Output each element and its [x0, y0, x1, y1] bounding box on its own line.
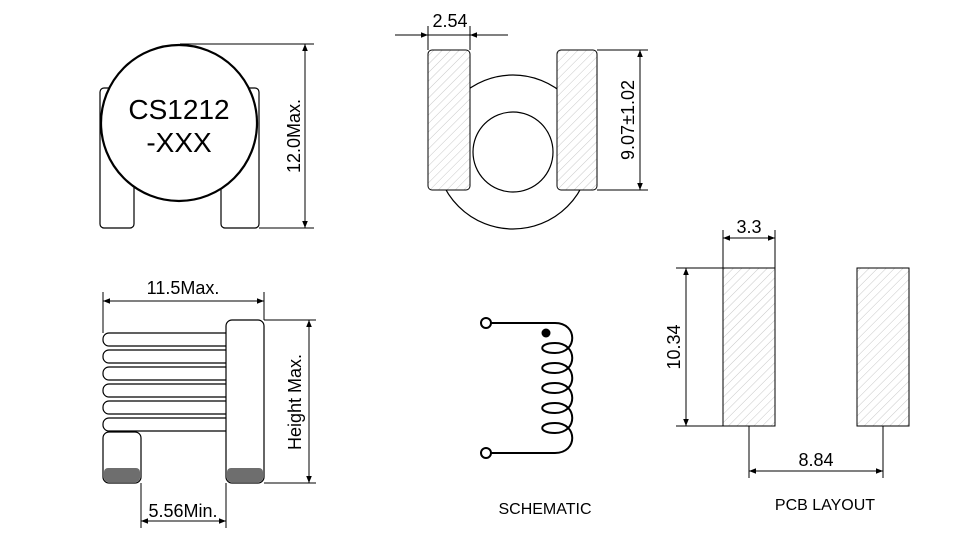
lead-spacing-dim: 5.56Min.: [148, 501, 217, 521]
pad-length-dim: 10.34: [664, 324, 684, 369]
side-view: 2.54 9.07±1.02: [395, 11, 648, 230]
marking-line-1: CS1212: [128, 94, 229, 125]
winding-turn: [102, 349, 246, 364]
pcb-layout-caption: PCB LAYOUT: [775, 497, 875, 514]
core-end-block: [225, 319, 265, 484]
pcb-layout: 3.3 10.34 8.84 PCB LAYOUT: [664, 217, 910, 514]
winding-turn: [102, 383, 246, 398]
left-pad: [722, 267, 776, 427]
inductor-coil: [491, 322, 574, 454]
right-lead: [556, 49, 598, 191]
left-lead: [427, 49, 471, 191]
polarity-dot: [541, 328, 551, 338]
front-view: 11.5Max. Height Max. 5.56Min.: [102, 278, 316, 528]
top-view: CS1212 -XXX 12.0Max.: [99, 43, 314, 229]
lead-width-dim: 2.54: [432, 11, 467, 31]
pad-width-dim: 3.3: [736, 217, 761, 237]
body-width-dim: 11.5Max.: [147, 278, 220, 298]
schematic: SCHEMATIC: [480, 317, 592, 518]
right-solder-tip: [227, 468, 263, 482]
winding-turn: [102, 332, 246, 347]
terminal-bottom: [480, 447, 492, 459]
core-inner-hole: [472, 111, 554, 193]
winding-turn: [102, 417, 246, 432]
winding-turn: [102, 400, 246, 415]
pad-spacing-dim: 8.84: [798, 450, 833, 470]
schematic-caption: SCHEMATIC: [498, 501, 591, 518]
left-solder-tip: [104, 468, 140, 482]
terminal-top: [480, 317, 492, 329]
lead-height-dim: 9.07±1.02: [618, 80, 638, 160]
right-pad: [856, 267, 910, 427]
marking-circle: [99, 43, 259, 203]
marking-line-2: -XXX: [146, 127, 212, 158]
height-dim: Height Max.: [285, 354, 305, 450]
winding-turn: [102, 366, 246, 381]
top-view-height-dim: 12.0Max.: [284, 99, 304, 173]
